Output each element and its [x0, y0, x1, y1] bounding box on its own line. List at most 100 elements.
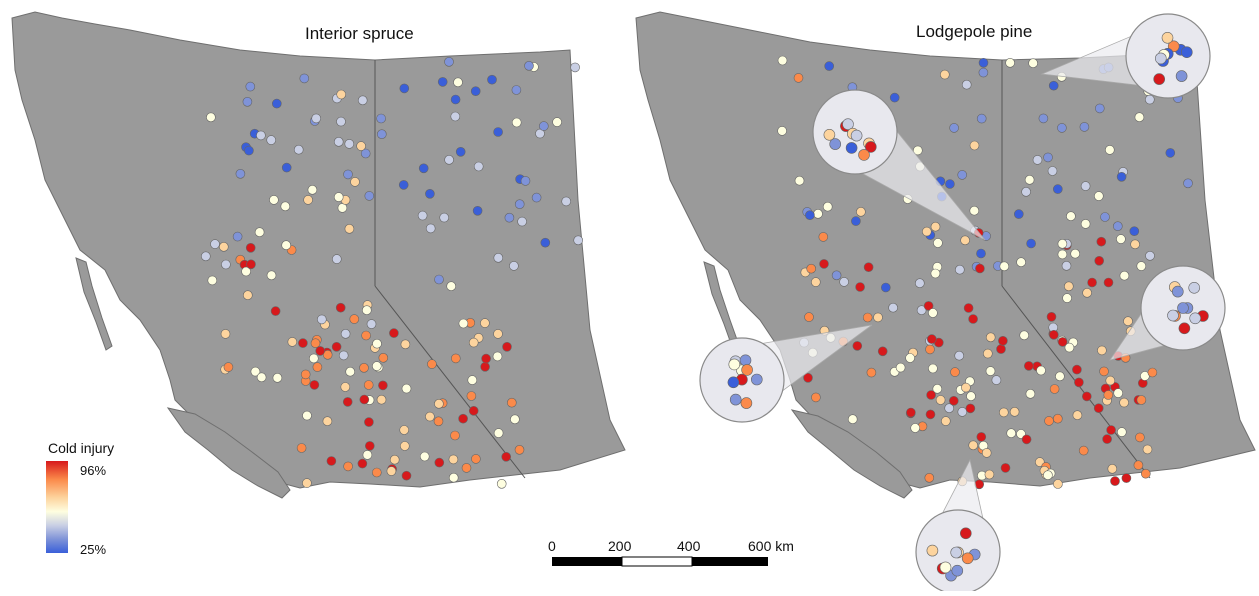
site-dot-211: [968, 440, 979, 451]
site-dot-72: [570, 62, 580, 73]
land-left: [11, 11, 626, 489]
site-dot-19: [976, 113, 987, 124]
site-dot-147: [322, 416, 333, 427]
site-dot-192: [1142, 444, 1153, 455]
site-dot-156: [448, 472, 459, 483]
site-dot-97: [855, 282, 865, 292]
inset-north-dot-5: [850, 129, 863, 142]
site-dot-198: [966, 391, 976, 402]
site-dot-178: [434, 457, 445, 468]
site-dot-33: [793, 73, 804, 83]
legend-min-label: 25%: [80, 542, 107, 557]
inset-south-dot-8: [926, 544, 939, 557]
site-dot-161: [998, 335, 1008, 346]
site-dot-110: [998, 407, 1009, 418]
inset-west-dot-6: [729, 393, 742, 406]
site-dot-165: [1102, 434, 1112, 444]
site-dot-112: [221, 259, 231, 270]
site-dot-67: [444, 155, 454, 165]
site-dot-161: [458, 413, 468, 424]
site-dot-84: [256, 372, 267, 383]
site-dot-39: [933, 238, 943, 248]
site-dot-219: [1043, 470, 1053, 481]
site-dot-86: [345, 366, 356, 377]
site-dot-79: [1043, 152, 1053, 163]
site-dot-10: [969, 205, 980, 216]
site-dot-106: [340, 328, 351, 339]
site-dot-68: [493, 127, 503, 137]
inset-north-dot-4: [845, 142, 858, 154]
site-dot-122: [996, 344, 1006, 354]
site-dot-130: [363, 380, 374, 390]
site-dot-12: [360, 148, 371, 159]
site-dot-135: [921, 226, 932, 237]
map-left: [11, 11, 626, 499]
site-dot-173: [364, 417, 374, 427]
scale-label-600km: 600 km: [748, 538, 794, 554]
site-dot-32: [969, 140, 980, 151]
site-dot-206: [1105, 375, 1116, 386]
site-dot-50: [535, 128, 545, 139]
site-dot-154: [1082, 391, 1092, 402]
site-dot-50: [1100, 212, 1110, 222]
site-dot-111: [985, 366, 996, 376]
site-dot-200: [985, 332, 996, 343]
site-dot-105: [810, 277, 821, 287]
site-dot-4: [777, 126, 787, 136]
site-dot-65: [1070, 248, 1080, 259]
site-dot-99: [954, 350, 965, 361]
site-dot-103: [866, 367, 877, 378]
site-dot-183: [493, 428, 504, 438]
site-dot-78: [1061, 260, 1072, 271]
site-dot-26: [311, 113, 322, 124]
site-dot-166: [480, 318, 490, 328]
border-left-rockies: [374, 285, 526, 479]
inset-east-dot-9: [1188, 281, 1200, 294]
inset-north-east-dot-6: [1161, 31, 1174, 44]
site-dot-194: [925, 344, 935, 355]
site-dot-189: [984, 469, 995, 480]
site-dot-155: [399, 441, 410, 451]
site-dot-163: [378, 380, 388, 391]
site-dot-191: [1036, 365, 1046, 376]
site-dot-43: [472, 206, 483, 216]
site-dot-96: [916, 305, 927, 316]
site-dot-76: [509, 261, 519, 271]
site-dot-60: [1116, 234, 1126, 244]
site-dot-193: [926, 334, 937, 344]
site-dot-39: [540, 237, 551, 248]
site-dot-168: [310, 338, 321, 349]
inset-east-dot-5: [1177, 302, 1189, 314]
site-dot-237: [1057, 337, 1068, 347]
site-dot-117: [862, 312, 873, 323]
site-dot-159: [1136, 395, 1147, 405]
site-dot-47: [450, 111, 461, 122]
site-dot-56: [418, 163, 429, 174]
site-dot-53: [453, 77, 463, 88]
site-dot-71: [1005, 57, 1015, 68]
site-dot-148: [359, 394, 370, 405]
inset-north-east-dot-7: [1153, 73, 1165, 85]
site-dot-136: [361, 330, 371, 341]
site-dot-149: [480, 361, 490, 372]
site-dot-148: [932, 383, 943, 394]
inset-north-east-dot-5: [1181, 46, 1193, 59]
site-dot-160: [471, 454, 481, 464]
site-dot-229: [1130, 239, 1140, 250]
site-dot-46: [1057, 249, 1068, 260]
site-dot-182: [948, 395, 959, 406]
site-dot-207: [906, 407, 916, 418]
site-dot-37: [822, 201, 833, 212]
site-dot-28: [350, 177, 360, 187]
site-dot-157: [928, 363, 938, 374]
site-dot-48: [1080, 219, 1091, 229]
site-dot-6: [344, 224, 355, 234]
site-dot-232: [1082, 287, 1092, 298]
site-dot-13: [851, 216, 861, 226]
site-dot-71: [455, 147, 466, 157]
site-dot-103: [245, 243, 256, 253]
site-dot-66: [514, 199, 525, 209]
site-dot-145: [389, 454, 400, 465]
site-dot-109: [223, 362, 234, 372]
